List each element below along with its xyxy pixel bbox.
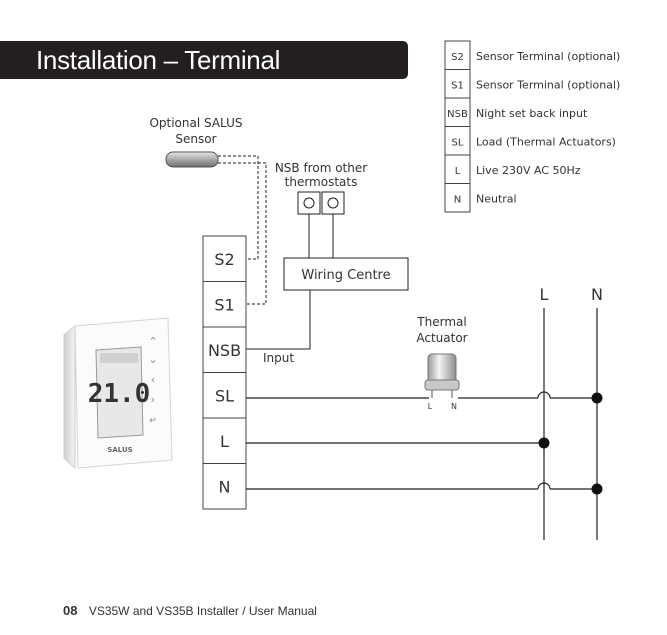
page-title: Installation – Terminal Connections (0, 41, 408, 113)
legend-code: L (455, 166, 461, 177)
legend-code: NSB (447, 109, 468, 120)
sensor-probe (165, 151, 219, 168)
legend-description: Load (Thermal Actuators) (476, 136, 616, 149)
page-number: 08 (63, 603, 78, 618)
actuator-pin-n: N (451, 402, 457, 411)
up-arrow-icon: ⌃ (148, 335, 157, 348)
junction-dot (538, 437, 550, 449)
supply-bus: L N (540, 285, 603, 540)
nsb-source: NSB from other thermostats (275, 161, 367, 258)
bus-label-n: N (591, 285, 603, 304)
left-arrow-icon: ‹ (151, 373, 155, 386)
legend-description: Sensor Terminal (optional) (476, 50, 620, 63)
junction-dot (591, 392, 603, 404)
input-label: Input (263, 351, 294, 365)
legend-description: Neutral (476, 193, 517, 206)
wiring-centre-box (283, 257, 409, 291)
terminal-wires (246, 391, 597, 490)
nsb-input-wire (246, 290, 311, 350)
legend-description: Sensor Terminal (optional) (476, 79, 620, 92)
terminal-s2: S2 (214, 250, 234, 269)
manual-title: VS35W and VS35B Installer / User Manual (88, 604, 317, 618)
legend-code: SL (452, 138, 464, 149)
nsb-label-line1: NSB from other (275, 161, 367, 175)
nsb-label-line2: thermostats (285, 175, 358, 189)
thermostat-device: 21.0 ⌃ ⌄ ‹ › ↵ SALUS (63, 317, 173, 470)
brand-logo: SALUS (107, 446, 132, 454)
legend-code: N (454, 195, 461, 206)
down-arrow-icon: ⌄ (148, 353, 157, 366)
terminal-s1: S1 (214, 295, 234, 314)
terminal-l: L (220, 432, 229, 451)
page-footer: 08 VS35W and VS35B Installer / User Manu… (63, 603, 317, 618)
right-arrow-icon: › (151, 393, 155, 406)
sensor-cable (218, 155, 267, 305)
terminal-n: N (219, 477, 231, 496)
terminal-sl: SL (215, 386, 234, 405)
optional-sensor: Optional SALUS Sensor (149, 116, 243, 168)
actuator-label-line2: Actuator (416, 331, 467, 345)
actuator-label-line1: Thermal (416, 315, 466, 329)
legend-code: S1 (451, 81, 464, 92)
thermostat-display: 21.0 (88, 379, 151, 409)
junction-dot (591, 483, 603, 495)
thermal-actuator: Thermal Actuator L N (416, 315, 467, 411)
wiring-centre-label: Wiring Centre (301, 268, 390, 283)
sensor-label-line2: Sensor (175, 132, 216, 146)
terminal-nsb: NSB (208, 341, 241, 360)
sensor-label-line1: Optional SALUS (149, 116, 242, 130)
legend-description: Night set back input (476, 107, 588, 120)
legend-code: S2 (451, 52, 464, 63)
bus-label-l: L (540, 285, 549, 304)
confirm-icon: ↵ (149, 416, 157, 426)
legend-description: Live 230V AC 50Hz (476, 164, 581, 177)
actuator-pin-l: L (428, 402, 433, 411)
